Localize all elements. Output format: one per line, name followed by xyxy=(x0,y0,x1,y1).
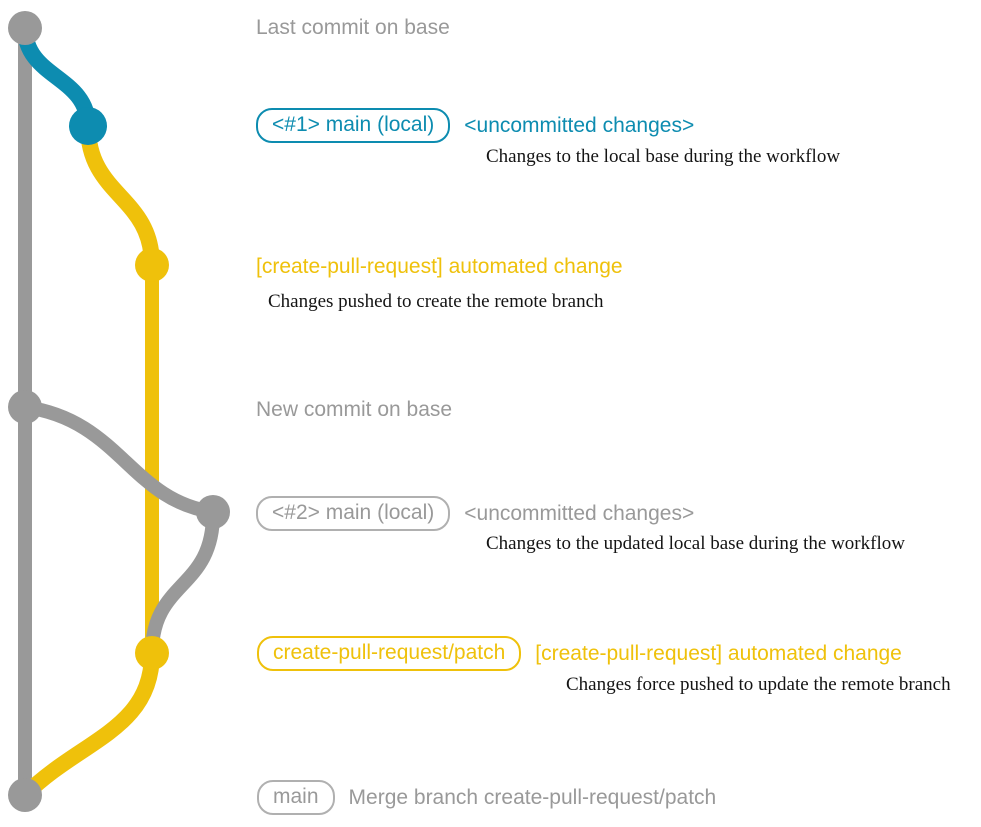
note-remote-commit-1: Changes pushed to create the remote bran… xyxy=(268,291,604,312)
node-local-2[interactable] xyxy=(196,495,230,529)
badge-main-local-2[interactable]: <#2> main (local) xyxy=(256,496,451,531)
badge-main-local-1[interactable]: <#1> main (local) xyxy=(256,108,451,143)
headline-last-commit-on-base: Last commit on base xyxy=(256,16,450,39)
badge-main[interactable]: main xyxy=(257,780,335,815)
note-local-commit-1: Changes to the local base during the wor… xyxy=(486,146,841,167)
headline-new-commit-on-base: New commit on base xyxy=(256,398,453,421)
note-remote-commit-2: Changes force pushed to update the remot… xyxy=(566,674,951,695)
updated-local-branch-edge xyxy=(18,400,220,519)
note-local-commit-2: Changes to the updated local base during… xyxy=(486,533,905,554)
node-merge[interactable] xyxy=(8,778,42,812)
node-remote-1[interactable] xyxy=(135,248,169,282)
subject-local-commit-1: <uncommitted changes> xyxy=(464,114,695,137)
row-local-commit-1: <#1> main (local) <uncommitted changes> xyxy=(256,108,694,143)
updated-local-to-remote-edge xyxy=(145,505,221,660)
headline-remote-commit-1: [create-pull-request] automated change xyxy=(256,255,623,278)
row-merge-commit: main Merge branch create-pull-request/pa… xyxy=(257,780,716,815)
node-base-head[interactable] xyxy=(8,11,42,45)
row-local-commit-2: <#2> main (local) <uncommitted changes> xyxy=(256,496,694,531)
subject-merge-commit: Merge branch create-pull-request/patch xyxy=(348,786,717,809)
merge-edge xyxy=(17,645,160,803)
node-local-1[interactable] xyxy=(69,107,107,145)
subject-remote-commit-2: [create-pull-request] automated change xyxy=(535,642,902,665)
remote-branch-edge-1 xyxy=(80,118,160,273)
subject-local-commit-2: <uncommitted changes> xyxy=(464,502,695,525)
node-base-new[interactable] xyxy=(8,390,42,424)
row-remote-commit-2: create-pull-request/patch [create-pull-r… xyxy=(257,636,902,671)
badge-create-pull-request-patch[interactable]: create-pull-request/patch xyxy=(257,636,522,671)
node-remote-2[interactable] xyxy=(135,636,169,670)
